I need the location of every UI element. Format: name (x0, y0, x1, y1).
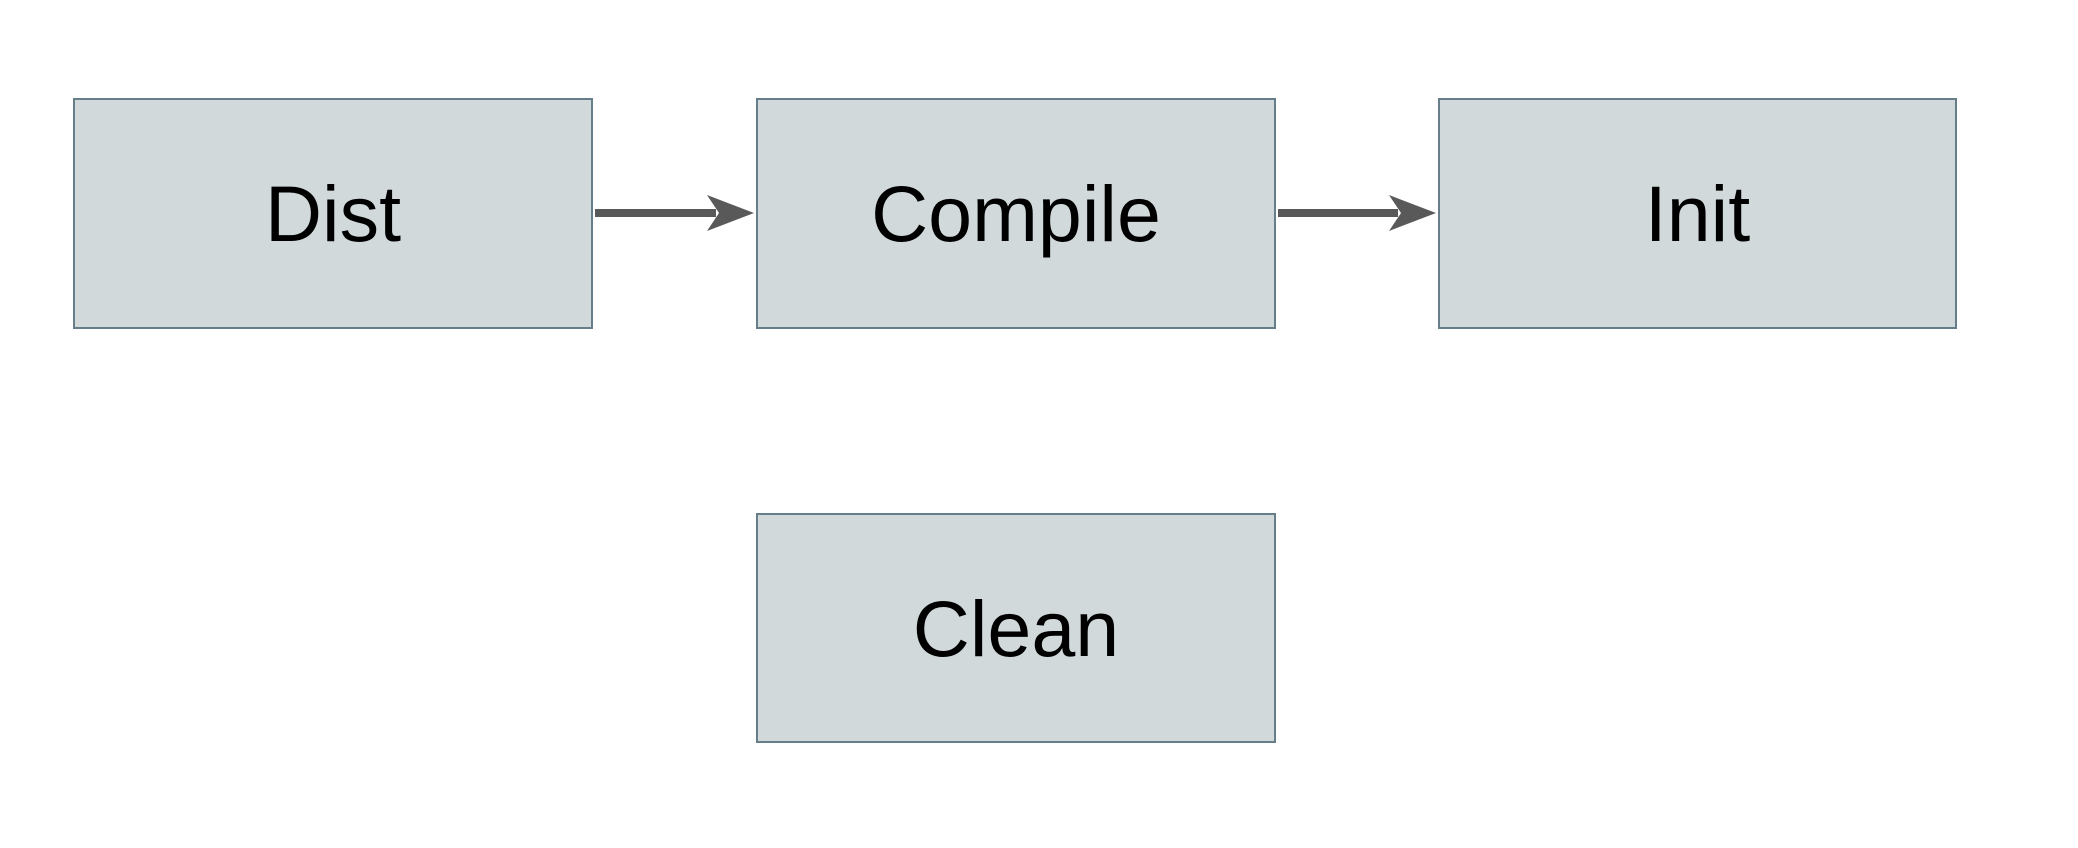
node-dist: Dist (73, 98, 593, 329)
edge-dist-to-compile (595, 195, 754, 231)
node-init: Init (1438, 98, 1957, 329)
node-dist-label: Dist (264, 169, 402, 258)
node-init-label: Init (1644, 169, 1751, 258)
node-clean-label: Clean (912, 583, 1120, 673)
node-clean: Clean (756, 513, 1276, 743)
arrowhead-icon (707, 195, 754, 231)
edge-compile-to-init (1278, 195, 1436, 231)
node-compile: Compile (756, 98, 1276, 329)
node-compile-label: Compile (871, 169, 1161, 258)
arrowhead-icon (1389, 195, 1436, 231)
